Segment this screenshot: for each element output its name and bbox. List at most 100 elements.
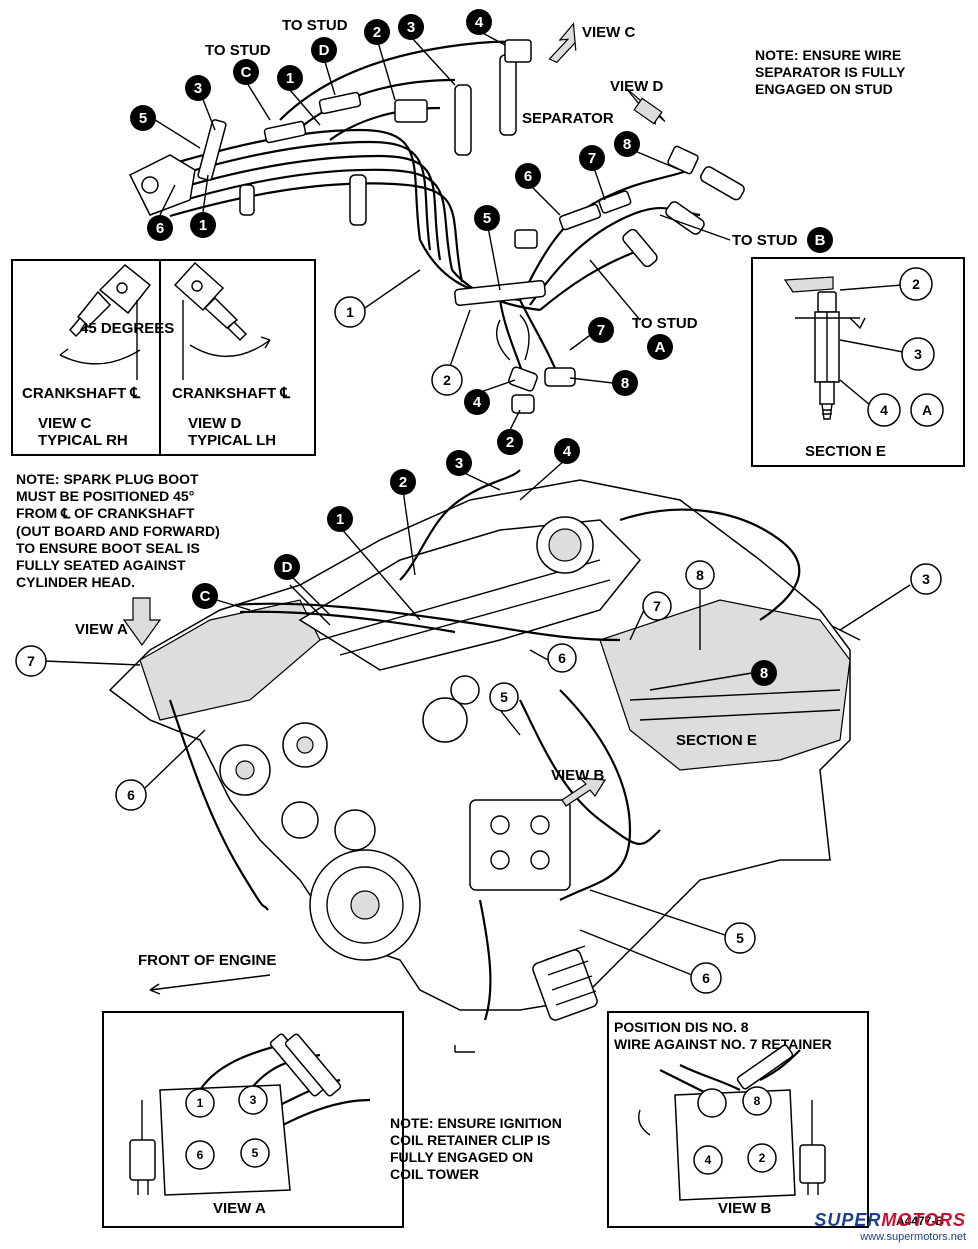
svg-text:8: 8 [754, 1094, 761, 1108]
svg-text:3: 3 [922, 571, 930, 587]
svg-text:5: 5 [139, 110, 147, 127]
svg-text:2: 2 [912, 276, 920, 292]
black-callouts-top: 5 3 C 1 D 2 3 4 6 1 5 6 7 8 B A 7 8 4 2 [130, 9, 833, 455]
view-b-arrow [561, 777, 607, 807]
svg-text:SECTION E: SECTION E [805, 443, 886, 460]
section-e-engine-label: SECTION E [676, 732, 757, 749]
svg-text:A: A [655, 339, 666, 356]
watermark: SUPERMOTORS www.supermotors.net [814, 1210, 966, 1243]
view-d-boot [173, 261, 271, 380]
svg-text:8: 8 [621, 375, 629, 392]
svg-text:2: 2 [373, 24, 381, 41]
svg-text:NOTE: ENSURE WIRE: NOTE: ENSURE WIRE [755, 47, 901, 63]
svg-text:VIEW C: VIEW C [582, 24, 636, 41]
svg-text:2: 2 [399, 474, 407, 491]
svg-text:1: 1 [336, 511, 344, 528]
view-a-arrow [122, 597, 162, 647]
svg-text:VIEW B: VIEW B [718, 1200, 772, 1217]
to-stud-label-b: TO STUD [732, 232, 798, 249]
view-a-box: 1 3 6 5 VIEW A [102, 1011, 404, 1228]
svg-text:8: 8 [623, 136, 631, 153]
note-spark-plug-boot: NOTE: SPARK PLUG BOOT MUST BE POSITIONED… [16, 471, 220, 590]
svg-text:POSITION DIS NO. 8: POSITION DIS NO. 8 [614, 1019, 749, 1035]
figure-code: A4477-B [896, 1214, 944, 1228]
svg-text:6: 6 [524, 168, 532, 185]
degrees-label: 45 DEGREES [80, 320, 174, 337]
view-c-boot [59, 263, 152, 380]
svg-text:8: 8 [696, 567, 704, 583]
svg-text:1: 1 [286, 70, 294, 87]
view-a-label: VIEW A [75, 621, 128, 638]
svg-text:4: 4 [475, 14, 484, 31]
section-e-box: 2 3 4 A SECTION E [751, 257, 965, 467]
svg-text:4: 4 [563, 443, 572, 460]
svg-text:VIEW D: VIEW D [188, 415, 242, 432]
svg-text:FROM ℄ OF CRANKSHAFT: FROM ℄ OF CRANKSHAFT [16, 505, 195, 521]
top-callouts [151, 29, 861, 641]
svg-text:TYPICAL RH: TYPICAL RH [38, 432, 128, 449]
svg-text:(OUT BOARD AND FORWARD): (OUT BOARD AND FORWARD) [16, 523, 220, 539]
svg-text:8: 8 [760, 665, 768, 682]
svg-text:TYPICAL LH: TYPICAL LH [188, 432, 276, 449]
svg-text:D: D [282, 559, 293, 576]
svg-text:3: 3 [455, 455, 463, 472]
view-b-label: VIEW B [551, 767, 605, 784]
svg-text:4: 4 [473, 394, 482, 411]
svg-text:2: 2 [506, 434, 514, 451]
engine-callouts: 7 6 3 8 7 6 5 5 6 3 4 2 1 D C 8 [15, 438, 942, 994]
svg-text:3: 3 [407, 19, 415, 36]
svg-text:7: 7 [27, 653, 35, 669]
svg-text:WIRE AGAINST NO. 7 RETAINER: WIRE AGAINST NO. 7 RETAINER [614, 1036, 832, 1052]
svg-text:4: 4 [705, 1153, 712, 1167]
top-wire-harness [128, 39, 745, 414]
svg-text:FULLY ENGAGED ON: FULLY ENGAGED ON [390, 1149, 533, 1165]
view-b-box: POSITION DIS NO. 8 WIRE AGAINST NO. 7 RE… [607, 1011, 869, 1228]
svg-text:B: B [815, 232, 826, 249]
svg-text:NOTE: SPARK PLUG BOOT: NOTE: SPARK PLUG BOOT [16, 471, 199, 487]
white-callouts-top: 1 2 [334, 296, 463, 396]
svg-text:7: 7 [597, 322, 605, 339]
svg-text:NOTE: ENSURE IGNITION: NOTE: ENSURE IGNITION [390, 1115, 562, 1131]
svg-text:6: 6 [127, 787, 135, 803]
to-stud-label-d: TO STUD [282, 17, 348, 34]
svg-text:COIL RETAINER CLIP IS: COIL RETAINER CLIP IS [390, 1132, 550, 1148]
svg-text:1: 1 [199, 217, 207, 234]
svg-text:4: 4 [880, 402, 888, 418]
svg-text:CYLINDER HEAD.: CYLINDER HEAD. [16, 574, 135, 590]
svg-text:2: 2 [443, 372, 451, 388]
svg-text:TO ENSURE BOOT SEAL IS: TO ENSURE BOOT SEAL IS [16, 540, 200, 556]
to-stud-label-c: TO STUD [205, 42, 271, 59]
svg-text:3: 3 [914, 346, 922, 362]
svg-text:FULLY SEATED AGAINST: FULLY SEATED AGAINST [16, 557, 186, 573]
note-wire-separator: NOTE: ENSURE WIRE SEPARATOR IS FULLY ENG… [755, 47, 906, 97]
crankshaft-c-label: CRANKSHAFT ℄ [22, 385, 140, 402]
svg-text:VIEW D: VIEW D [610, 78, 664, 95]
svg-text:2: 2 [759, 1151, 766, 1165]
svg-text:A: A [922, 402, 932, 418]
svg-text:1: 1 [197, 1096, 204, 1110]
view-c-arrow: VIEW C [548, 22, 636, 64]
svg-text:7: 7 [653, 598, 661, 614]
svg-text:5: 5 [483, 210, 491, 227]
view-d-arrow: VIEW D [610, 78, 666, 126]
svg-text:C: C [241, 64, 252, 81]
svg-text:5: 5 [736, 930, 744, 946]
svg-text:7: 7 [588, 150, 596, 167]
svg-text:6: 6 [156, 220, 164, 237]
svg-text:C: C [200, 588, 211, 605]
svg-text:6: 6 [558, 650, 566, 666]
svg-text:VIEW C: VIEW C [38, 415, 92, 432]
svg-text:ENGAGED ON STUD: ENGAGED ON STUD [755, 81, 893, 97]
svg-text:COIL TOWER: COIL TOWER [390, 1166, 479, 1182]
svg-text:MUST BE POSITIONED 45°: MUST BE POSITIONED 45° [16, 488, 194, 504]
svg-text:VIEW A: VIEW A [213, 1200, 266, 1217]
svg-text:1: 1 [346, 304, 354, 320]
view-cd-box: 45 DEGREES CRANKSHAFT ℄ CRANKSHAFT ℄ VIE… [11, 259, 316, 456]
svg-text:5: 5 [500, 689, 508, 705]
crankshaft-d-label: CRANKSHAFT ℄ [172, 385, 290, 402]
to-stud-label-a: TO STUD [632, 315, 698, 332]
svg-text:3: 3 [250, 1093, 257, 1107]
separator-label: SEPARATOR [522, 110, 614, 127]
svg-text:D: D [319, 42, 330, 59]
